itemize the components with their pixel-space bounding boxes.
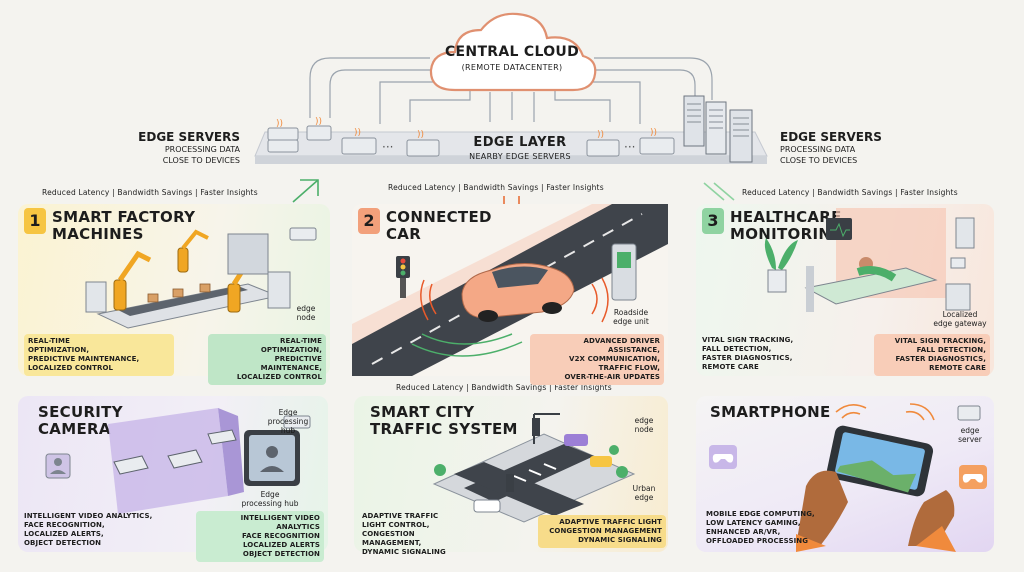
server-rack-icon <box>683 95 753 163</box>
gamepad-icon <box>709 445 737 469</box>
city-caption-left: ADAPTIVE TRAFFIC LIGHT CONTROL, CONGESTI… <box>362 512 446 556</box>
edge-server-icons: )))))) )))))) ··· ··· <box>267 117 675 157</box>
health-gateway-label: Localized edge gateway <box>933 310 987 328</box>
svg-text:···: ··· <box>382 140 393 154</box>
svg-text:)): )) <box>315 117 322 127</box>
phone-title: SMARTPHONE <box>710 403 831 421</box>
security-caption-right: INTELLIGENT VIDEO ANALYTICS FACE RECOGNI… <box>196 511 324 562</box>
factory-caption-right: REAL-TIME OPTIMIZATION, PREDICTIVE MAINT… <box>208 334 326 385</box>
cloud-subtitle: (REMOTE DATACENTER) <box>461 63 563 72</box>
panel-security-camera: SECURITY CAMERA Edge processing hub Edge… <box>18 396 328 562</box>
phone-caption: MOBILE EDGE COMPUTING, LOW LATENCY GAMIN… <box>706 510 815 545</box>
panel-smart-factory: 1 SMART FACTORY MACHINES edge node REAL-… <box>18 204 330 385</box>
car-caption: ADVANCED DRIVER ASSISTANCE, V2X COMMUNIC… <box>530 334 664 385</box>
panel-number-1: 1 <box>24 208 46 234</box>
hospital-bed-icon <box>764 208 975 312</box>
edge-layer-subtitle: NEARBY EDGE SERVERS <box>469 152 571 161</box>
edge-server-icon <box>957 405 981 421</box>
svg-text:)): )) <box>597 130 604 140</box>
edge-servers-right: EDGE SERVERS PROCESSING DATA CLOSE TO DE… <box>780 130 930 166</box>
city-caption-right: ADAPTIVE TRAFFIC LIGHT CONGESTION MANAGE… <box>538 515 666 548</box>
svg-text:)): )) <box>276 119 283 129</box>
edge-servers-right-sub1: PROCESSING DATA <box>780 145 856 154</box>
gamepad-orange-icon <box>959 465 987 489</box>
svg-text:)): )) <box>354 128 361 138</box>
svg-text:)): )) <box>417 130 424 140</box>
city-edge-node-label: edge node <box>634 416 654 434</box>
benefits-left: Reduced Latency | Bandwidth Savings | Fa… <box>42 188 258 197</box>
benefits-right: Reduced Latency | Bandwidth Savings | Fa… <box>742 188 958 197</box>
panel-number-2: 2 <box>358 208 380 234</box>
edge-servers-left: EDGE SERVERS PROCESSING DATA CLOSE TO DE… <box>90 130 240 166</box>
health-caption-left: VITAL SIGN TRACKING, FALL DETECTION, FAS… <box>702 336 794 371</box>
edge-servers-left-title: EDGE SERVERS <box>138 130 240 144</box>
car-title: CONNECTED CAR <box>386 208 492 243</box>
phone-edge-server-label: edge server <box>958 426 982 444</box>
cloud-icon <box>429 12 597 92</box>
health-title: HEALTHCARE MONITORING <box>730 208 844 243</box>
panel-healthcare: 3 HEALTHCARE MONITORING Localized edge g… <box>696 204 994 376</box>
edge-layer-title: EDGE LAYER <box>473 135 567 150</box>
security-hub-bottom-label: Edge processing hub <box>241 490 299 508</box>
city-intersection-icon <box>432 413 636 523</box>
health-caption-right: VITAL SIGN TRACKING, FALL DETECTION, FAS… <box>874 334 990 376</box>
edge-servers-left-sub1: PROCESSING DATA <box>164 145 240 154</box>
edge-servers-right-title: EDGE SERVERS <box>780 130 882 144</box>
car-roadside-label: Roadside edge unit <box>613 308 649 326</box>
factory-edge-node-label: edge node <box>296 304 316 322</box>
security-hub-top-label: Edge processing hub <box>267 408 309 435</box>
panel-smart-city: SMART CITY TRAFFIC SYSTEM edge node Urba… <box>354 396 668 556</box>
security-caption-left: INTELLIGENT VIDEO ANALYTICS, FACE RECOGN… <box>24 512 153 547</box>
edge-node-icon <box>289 227 317 241</box>
smartphone-gaming-icon <box>796 403 956 552</box>
city-title: SMART CITY TRAFFIC SYSTEM <box>370 403 518 438</box>
benefits-middle: Reduced Latency | Bandwidth Savings | Fa… <box>396 383 612 392</box>
panel-number-3: 3 <box>702 208 724 234</box>
cloud-title: CENTRAL CLOUD <box>444 44 579 60</box>
benefits-center: Reduced Latency | Bandwidth Savings | Fa… <box>388 183 604 192</box>
factory-title: SMART FACTORY MACHINES <box>52 208 196 243</box>
road-scene-icon <box>352 204 668 376</box>
svg-text:)): )) <box>650 128 657 138</box>
security-title: SECURITY CAMERA <box>38 403 123 438</box>
panel-connected-car: 2 CONNECTED CAR Roadside edge unit ADVAN… <box>352 204 668 385</box>
edge-servers-right-sub2: CLOSE TO DEVICES <box>780 156 858 165</box>
edge-servers-left-sub2: CLOSE TO DEVICES <box>162 156 240 165</box>
factory-caption-left: REAL-TIME OPTIMIZATION, PREDICTIVE MAINT… <box>24 334 174 376</box>
panel-smartphone: SMARTPHONE edge server MOBILE EDGE COMPU… <box>696 396 994 552</box>
security-camera-icon <box>45 408 311 514</box>
central-cloud: CENTRAL CLOUD (REMOTE DATACENTER) <box>430 44 594 72</box>
factory-robot-arms-icon <box>85 229 291 329</box>
city-urban-edge-label: Urban edge <box>632 484 656 502</box>
edge-layer: EDGE LAYER NEARBY EDGE SERVERS <box>440 135 600 161</box>
edge-layer-platform <box>254 131 768 164</box>
svg-text:···: ··· <box>624 140 635 154</box>
